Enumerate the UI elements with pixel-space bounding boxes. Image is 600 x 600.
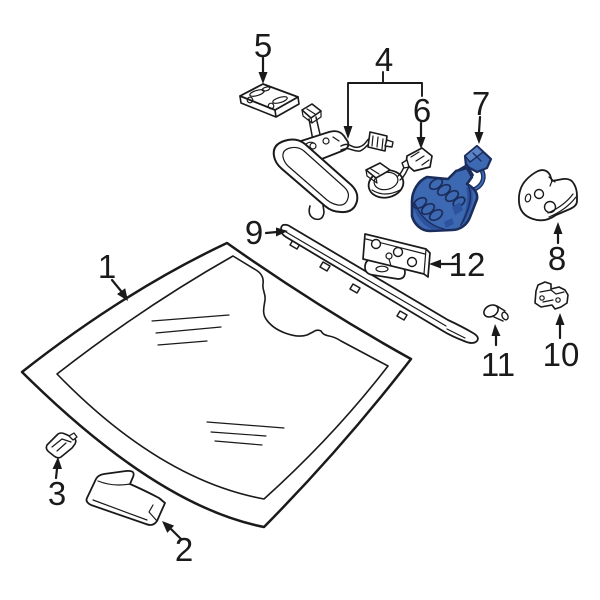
callout-7[interactable]: 7 <box>472 85 490 144</box>
callouts: 1 2 3 4 5 6 7 <box>48 27 580 568</box>
callout-4-label[interactable]: 4 <box>375 41 393 78</box>
callout-8[interactable]: 8 <box>548 222 566 277</box>
spacer-block[interactable] <box>85 469 166 526</box>
retainer-bracket[interactable] <box>534 281 569 310</box>
callout-3-label[interactable]: 3 <box>48 475 66 512</box>
callout-10-label[interactable]: 10 <box>543 336 580 373</box>
callout-12[interactable]: 12 <box>429 246 485 283</box>
retainer-rivet[interactable] <box>482 303 510 322</box>
mirror-body <box>272 138 359 214</box>
wire-connector[interactable] <box>365 147 433 201</box>
rain-sensor[interactable] <box>410 144 493 233</box>
callout-9[interactable]: 9 <box>245 214 288 251</box>
rearview-mirror-assembly[interactable] <box>272 103 394 221</box>
callout-1[interactable]: 1 <box>98 248 128 301</box>
callout-7-label[interactable]: 7 <box>472 85 490 122</box>
callout-5-label[interactable]: 5 <box>254 27 272 64</box>
callout-6[interactable]: 6 <box>413 92 431 149</box>
callout-11[interactable]: 11 <box>481 324 515 383</box>
callout-2-label[interactable]: 2 <box>175 531 193 568</box>
callout-6-label[interactable]: 6 <box>413 92 431 129</box>
sensor-cover[interactable] <box>518 169 578 222</box>
mirror-wiring-harness <box>340 131 394 152</box>
callout-5[interactable]: 5 <box>254 27 272 84</box>
mirror-bottom-stub <box>308 204 325 221</box>
glass-reflection-lines <box>151 314 285 446</box>
sensor-coils <box>412 177 466 222</box>
mounting-bracket[interactable] <box>362 233 431 280</box>
sensor-body <box>410 166 479 233</box>
callout-4[interactable]: 4 <box>343 41 423 139</box>
callout-2[interactable]: 2 <box>162 521 193 568</box>
callout-9-label[interactable]: 9 <box>245 214 263 251</box>
glass-clip[interactable] <box>45 432 78 459</box>
callout-10[interactable]: 10 <box>543 313 580 373</box>
windshield-glass[interactable] <box>20 241 413 529</box>
callout-8-label[interactable]: 8 <box>548 240 566 277</box>
mirror-base-plate[interactable] <box>239 83 300 118</box>
callout-11-label[interactable]: 11 <box>481 346 515 383</box>
cowl-trim-strip[interactable] <box>280 223 479 344</box>
callout-12-label[interactable]: 12 <box>449 246 486 283</box>
callout-1-label[interactable]: 1 <box>98 248 116 285</box>
callout-3[interactable]: 3 <box>48 457 66 512</box>
